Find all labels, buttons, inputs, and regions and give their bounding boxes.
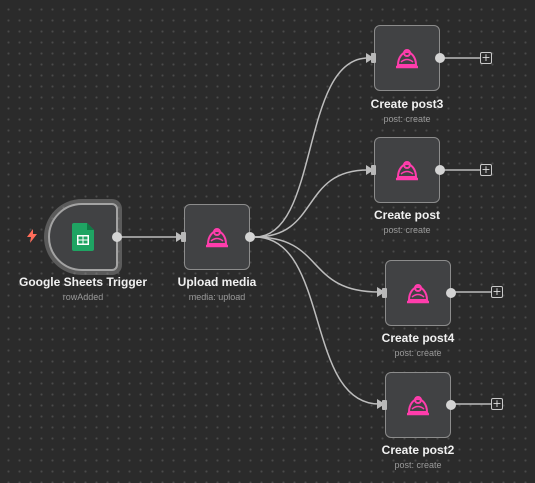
- node-subtitle: post: create: [383, 114, 431, 124]
- input-port[interactable]: [382, 288, 387, 298]
- node-title: Google Sheets Trigger: [18, 275, 148, 289]
- add-node-button[interactable]: +: [480, 163, 492, 176]
- input-port[interactable]: [181, 232, 186, 242]
- social-media-app-icon: [396, 49, 418, 69]
- connection-upload-to-create-post[interactable]: [254, 169, 369, 238]
- node-subtitle: post: create: [394, 348, 442, 358]
- arrowhead: [366, 53, 374, 63]
- input-port[interactable]: [382, 400, 387, 410]
- output-port[interactable]: [245, 232, 255, 242]
- node-create-post4[interactable]: [382, 260, 456, 326]
- social-media-app-icon: [206, 228, 228, 248]
- node-upload-media[interactable]: [181, 204, 255, 270]
- add-node-button[interactable]: +: [491, 285, 503, 298]
- node-create-post3[interactable]: [371, 25, 445, 91]
- connection-upload-to-create-post4[interactable]: [254, 236, 380, 293]
- output-port[interactable]: [435, 165, 445, 175]
- connection-upload-to-create-post3[interactable]: [254, 57, 369, 238]
- input-port[interactable]: [371, 165, 376, 175]
- lightning-bolt-icon: [27, 229, 37, 243]
- connection-upload-to-create-post2[interactable]: [254, 236, 380, 405]
- node-title: Create post4: [381, 331, 455, 345]
- input-port[interactable]: [371, 53, 376, 63]
- arrowhead: [366, 165, 374, 175]
- node-subtitle: rowAdded: [62, 292, 104, 302]
- add-node-button[interactable]: +: [491, 397, 503, 410]
- output-port[interactable]: [435, 53, 445, 63]
- arrowhead: [176, 232, 184, 242]
- arrowhead: [377, 399, 385, 409]
- output-port[interactable]: [112, 232, 122, 242]
- output-port[interactable]: [446, 400, 456, 410]
- node-subtitle: post: create: [394, 460, 442, 470]
- social-media-app-icon: [407, 284, 429, 304]
- node-subtitle: media: upload: [188, 292, 246, 302]
- node-create-post[interactable]: [371, 137, 445, 203]
- arrowhead: [377, 287, 385, 297]
- node-google-sheets-trigger[interactable]: [48, 203, 122, 271]
- add-node-button[interactable]: +: [480, 51, 492, 64]
- node-title: Create post: [373, 208, 441, 222]
- node-create-post2[interactable]: [382, 372, 456, 438]
- social-media-app-icon: [396, 161, 418, 181]
- social-media-app-icon: [407, 396, 429, 416]
- node-subtitle: post: create: [383, 225, 431, 235]
- google-sheets-icon: [72, 223, 94, 251]
- node-title: Create post2: [381, 443, 455, 457]
- node-title: Upload media: [177, 275, 257, 289]
- output-port[interactable]: [446, 288, 456, 298]
- node-title: Create post3: [370, 97, 444, 111]
